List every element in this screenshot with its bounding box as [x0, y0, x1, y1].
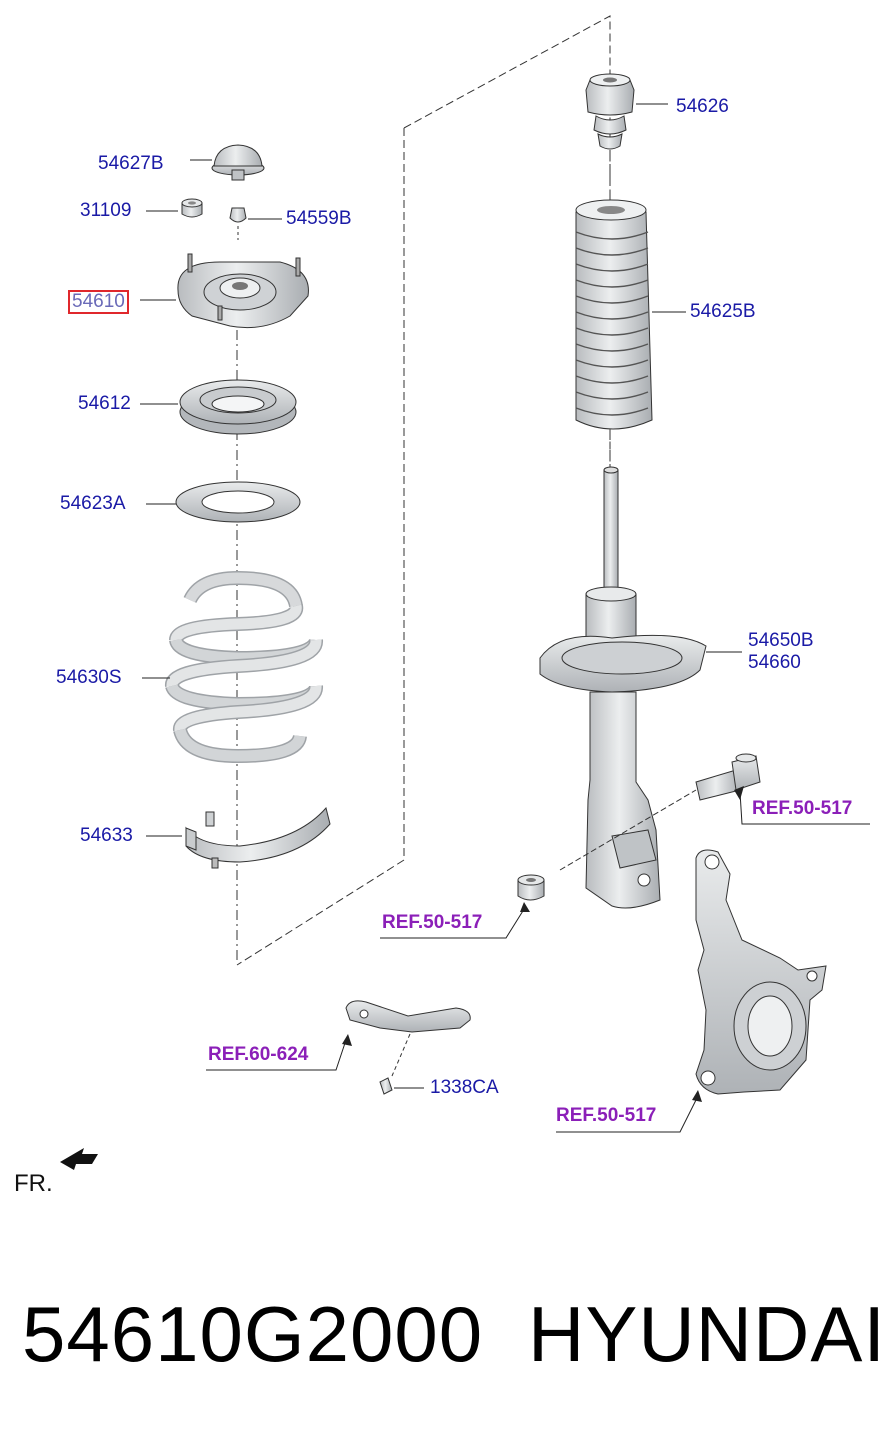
nut-ref-50-517 [517, 874, 545, 901]
label-54610-highlighted: 54610 [68, 290, 129, 314]
label-54660: 54660 [748, 652, 801, 673]
label-54650B: 54650B [748, 630, 814, 651]
label-54627B: 54627B [98, 153, 164, 174]
label-31109: 31109 [80, 200, 132, 221]
part-number: 54610G2000 [22, 1290, 484, 1378]
bump-stop-54626 [585, 73, 635, 150]
label-54625B: 54625B [690, 301, 756, 322]
nut-54559B [229, 207, 247, 240]
cap-54627B [211, 144, 265, 181]
label-1338CA: 1338CA [430, 1077, 499, 1098]
strut-mount-54610 [177, 253, 309, 329]
spring-pad-54623A [175, 481, 301, 523]
strut-assembly-54650B [539, 466, 707, 909]
label-54559B: 54559B [286, 208, 352, 229]
coil-spring-54630S [165, 570, 323, 764]
label-54612: 54612 [78, 393, 131, 414]
steering-knuckle [695, 849, 827, 1095]
nut-31109 [181, 198, 203, 218]
ref-bracket-label: REF.60-624 [208, 1044, 309, 1065]
bracket-ref-60-624 [345, 1000, 471, 1077]
label-54633: 54633 [80, 825, 133, 846]
label-54626: 54626 [676, 96, 729, 117]
ref-knuckle-label: REF.50-517 [556, 1105, 657, 1126]
bearing-54612 [179, 379, 297, 435]
front-arrow-icon [60, 1148, 98, 1170]
dust-boot-54625B [575, 199, 653, 430]
label-54630S: 54630S [56, 667, 122, 688]
front-direction-label: FR. [14, 1170, 53, 1197]
ref-nut-label: REF.50-517 [382, 912, 483, 933]
lower-seat-54633 [185, 806, 331, 869]
label-54623A: 54623A [60, 493, 126, 514]
clip-1338CA [379, 1077, 393, 1095]
assembly-boundary [236, 15, 611, 966]
bolt-ref-50-517 [559, 753, 761, 871]
ref-bolt-label: REF.50-517 [752, 798, 853, 819]
brand-name: HYUNDAI [528, 1290, 887, 1378]
